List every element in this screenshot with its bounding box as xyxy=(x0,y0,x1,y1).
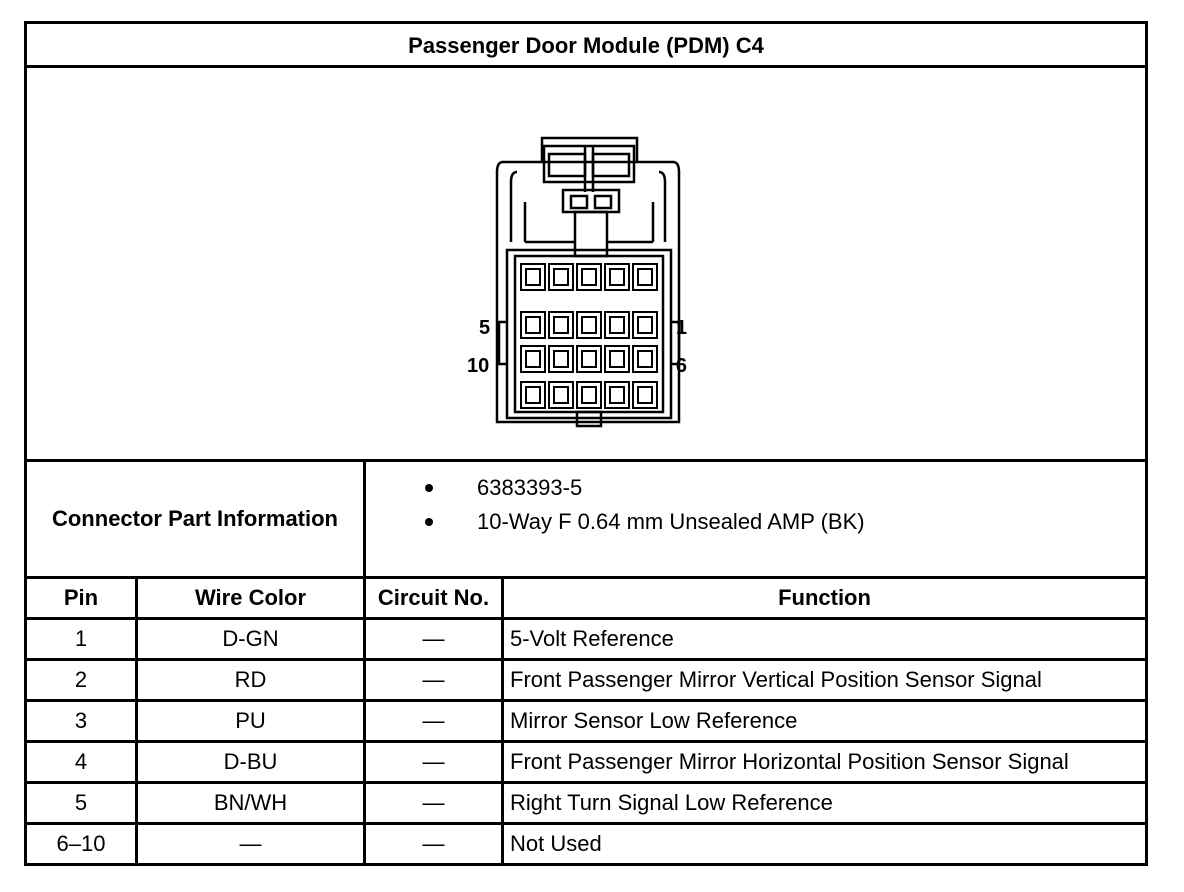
wire-color-cell: D-GN xyxy=(222,626,279,651)
pin-cell: 5 xyxy=(74,790,88,815)
divider xyxy=(501,579,504,863)
divider xyxy=(27,781,1145,784)
circuit-cell: — xyxy=(422,790,445,815)
divider xyxy=(27,658,1145,661)
doc-title: Passenger Door Module (PDM) C4 xyxy=(408,33,764,58)
pin-cell: 3 xyxy=(74,708,88,733)
divider xyxy=(363,462,366,576)
pin-cell: 1 xyxy=(74,626,88,651)
function-cell: 5-Volt Reference xyxy=(510,626,674,651)
divider xyxy=(135,579,138,863)
divider xyxy=(27,699,1145,702)
function-cell: Front Passenger Mirror Vertical Position… xyxy=(510,667,1042,692)
circuit-cell: — xyxy=(422,667,445,692)
pin-label-5: 5 xyxy=(479,317,490,339)
divider xyxy=(363,579,366,863)
pin-cell: 4 xyxy=(74,749,88,774)
circuit-cell: — xyxy=(422,749,445,774)
connector-doc-frame: Passenger Door Module (PDM) C4 xyxy=(24,21,1148,866)
function-cell: Front Passenger Mirror Horizontal Positi… xyxy=(510,749,1069,774)
pin-cell: 2 xyxy=(74,667,88,692)
pin-label-10: 10 xyxy=(467,355,489,377)
wire-color-cell: RD xyxy=(234,667,267,692)
function-cell: Right Turn Signal Low Reference xyxy=(510,790,833,815)
circuit-cell: — xyxy=(422,708,445,733)
part-info-label: Connector Part Information xyxy=(51,506,338,531)
part-info-item: 10-Way F 0.64 mm Unsealed AMP (BK) xyxy=(417,505,865,539)
pin-label-1: 1 xyxy=(676,317,687,339)
bullet-icon xyxy=(425,484,433,492)
part-description: 10-Way F 0.64 mm Unsealed AMP (BK) xyxy=(477,509,865,534)
divider xyxy=(27,576,1145,579)
divider xyxy=(27,65,1145,68)
connector-diagram: 5 1 10 6 xyxy=(467,136,687,428)
part-info-list: 6383393-5 10-Way F 0.64 mm Unsealed AMP … xyxy=(417,471,865,539)
header-pin: Pin xyxy=(63,585,99,610)
circuit-cell: — xyxy=(422,626,445,651)
wire-color-cell: PU xyxy=(235,708,266,733)
header-wire-color: Wire Color xyxy=(194,585,307,610)
wire-color-cell: BN/WH xyxy=(213,790,288,815)
function-cell: Mirror Sensor Low Reference xyxy=(510,708,798,733)
part-info-item: 6383393-5 xyxy=(417,471,865,505)
divider xyxy=(27,740,1145,743)
wire-color-cell: — xyxy=(239,831,262,856)
header-circuit-no: Circuit No. xyxy=(377,585,490,610)
divider xyxy=(27,617,1145,620)
wire-color-cell: D-BU xyxy=(223,749,278,774)
header-function: Function xyxy=(778,585,871,610)
divider xyxy=(27,459,1145,462)
bullet-icon xyxy=(425,518,433,526)
part-number: 6383393-5 xyxy=(477,475,583,500)
pin-label-6: 6 xyxy=(676,355,687,377)
divider xyxy=(27,822,1145,825)
pin-cell: 6–10 xyxy=(56,831,106,856)
function-cell: Not Used xyxy=(510,831,602,856)
circuit-cell: — xyxy=(422,831,445,856)
